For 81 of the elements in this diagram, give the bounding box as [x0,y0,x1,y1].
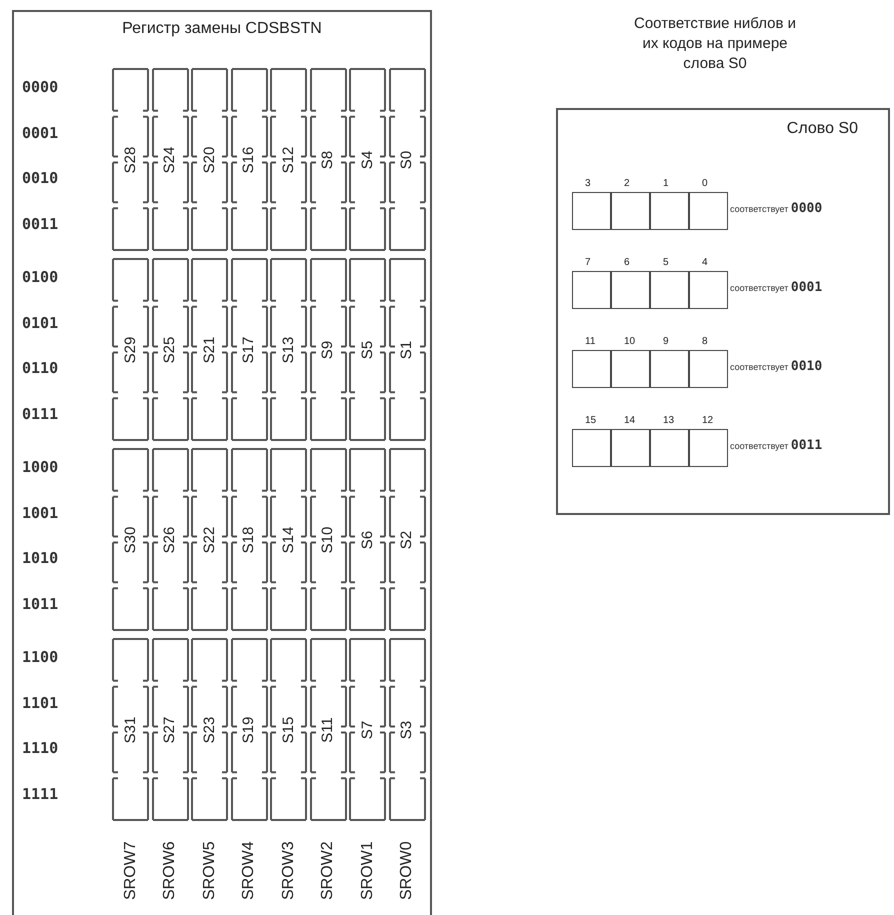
word-label: S10 [319,525,337,555]
word-label: S0 [398,149,416,171]
word-label: S16 [240,145,258,175]
bit-number: 7 [585,257,591,268]
row-code: 0010 [22,169,58,188]
bit-number: 3 [585,178,591,189]
row-code: 0110 [22,359,58,378]
word-label: S13 [280,335,298,365]
word-label: S20 [200,145,218,175]
row-code: 1111 [22,785,58,804]
column-label: SROW3 [278,840,298,900]
word-label: S7 [358,719,376,741]
bit-number: 13 [663,415,674,426]
register-panel [12,10,432,915]
word-label: S29 [122,335,140,365]
word-label: S5 [358,339,376,361]
column-label: SROW2 [318,840,337,900]
word-label: S12 [280,145,298,175]
column-label: SROW5 [200,840,218,900]
word-label: S26 [161,525,179,555]
word-label: S22 [200,525,218,555]
row-code: 0100 [22,268,58,286]
word-label: S9 [319,339,337,361]
word-label: S24 [161,145,179,175]
word-label: S1 [398,339,416,361]
row-code: 0000 [22,78,58,96]
bit-number: 5 [663,257,669,268]
word-label: S31 [122,715,140,745]
word-label: S18 [240,525,258,555]
row-code: 0001 [22,124,58,142]
word-label: S23 [200,715,218,745]
bit-number: 4 [702,257,708,268]
nibble-code-note: соответствует 0010 [730,359,822,374]
word-label: S11 [319,716,337,744]
word-label: S21 [200,335,218,365]
row-code: 1011 [22,595,58,614]
column-label: SROW6 [160,840,179,900]
column-label: SROW7 [120,840,140,900]
word-label: S30 [122,525,140,555]
row-code: 0011 [22,215,58,234]
bit-number: 1 [663,178,669,189]
bit-number: 9 [663,336,669,347]
word-label: S28 [122,145,140,175]
bit-number: 0 [702,178,708,189]
panel-title: Регистр замены CDSBSTN [121,20,323,38]
column-label: SROW0 [397,840,416,900]
bit-number: 8 [702,336,708,347]
row-code: 1101 [22,694,58,712]
nibble-code-note: соответствует 0000 [730,201,822,216]
row-code: 1010 [22,549,58,568]
bit-number: 15 [585,415,596,426]
panel-title: Слово S0 [786,120,858,138]
bit-number: 2 [624,178,630,189]
bit-number: 12 [702,415,714,426]
row-code: 1100 [22,648,58,666]
row-code: 1000 [22,458,58,476]
bit-number: 14 [624,415,636,426]
column-label: SROW4 [239,840,258,900]
word-label: S25 [161,335,179,365]
nibble-code-note: соответствует 0001 [730,280,822,295]
word-label: S27 [161,715,179,745]
bit-number: 10 [624,336,636,347]
bit-number: 11 [585,336,596,347]
row-code: 0111 [22,405,58,424]
row-code: 1001 [22,504,58,522]
word-label: S17 [240,335,258,365]
word-label: S2 [398,529,416,551]
row-code: 1110 [22,739,58,758]
word-label: S15 [280,715,298,745]
word-label: S19 [240,715,258,745]
column-label: SROW1 [358,840,376,900]
bit-number: 6 [624,257,630,268]
word-label: S4 [358,149,376,171]
word-panel [556,108,890,515]
word-label: S8 [319,149,337,171]
row-code: 0101 [22,314,58,332]
word-label: S14 [280,525,298,555]
word-label: S6 [358,529,376,551]
nibble-code-note: соответствует 0011 [730,438,822,453]
heading: Соответствие ниблов и их кодов на примере слова S0 [633,14,797,74]
word-label: S3 [398,719,416,741]
